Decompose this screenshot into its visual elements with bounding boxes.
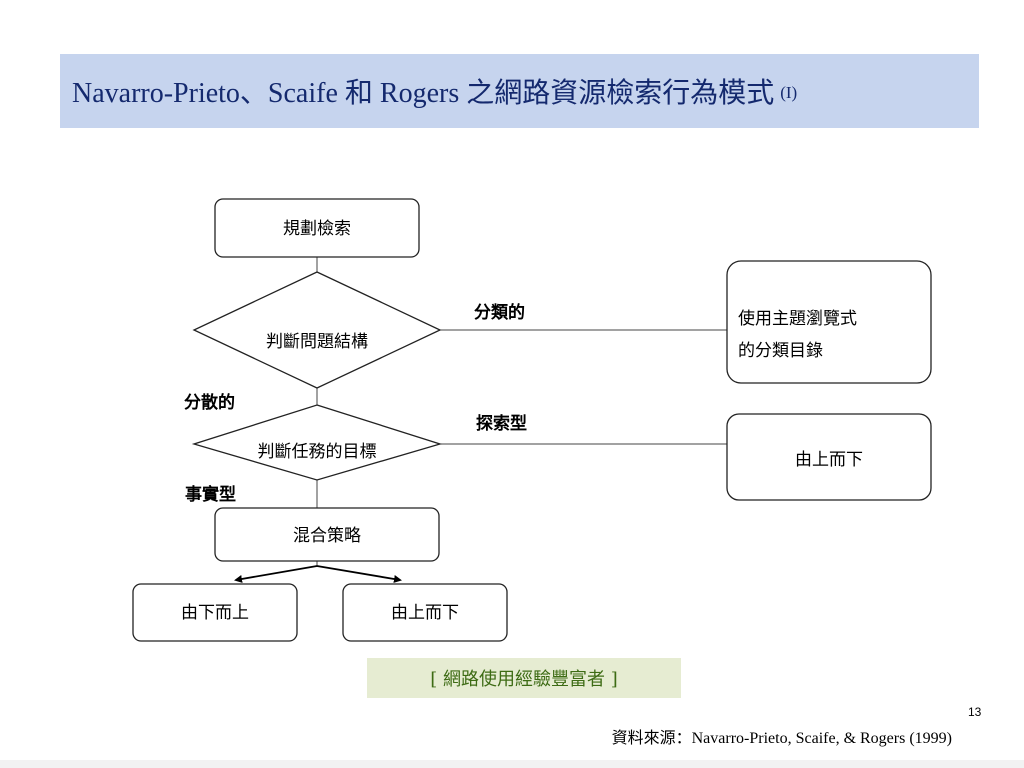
node-judge-task-goal-label: 判斷任務的目標 xyxy=(258,442,377,462)
edge-label-categorized: 分類的 xyxy=(474,302,525,323)
node-judge-task-goal: 判斷任務的目標 xyxy=(191,404,443,481)
arrow-to-bottom-up xyxy=(234,565,318,583)
node-subject-browsing-label-line2: 的分類目錄 xyxy=(738,341,823,361)
node-plan-search-label: 規劃檢索 xyxy=(283,219,351,239)
node-judge-problem-structure: 判斷問題結構 xyxy=(192,271,442,389)
node-subject-browsing-label-line1: 使用主題瀏覽式 xyxy=(738,308,857,329)
node-mixed-strategy: 混合策略 xyxy=(214,507,440,562)
slide-title: Navarro-Prieto、Scaife 和 Rogers 之網路資源檢索行為… xyxy=(72,78,775,109)
node-top-down-right: 由上而下 xyxy=(726,413,932,501)
edge-label-exploratory: 探索型 xyxy=(476,413,527,434)
edge-label-factual: 事實型 xyxy=(185,484,236,505)
node-top-down-right-label: 由上而下 xyxy=(795,450,863,470)
node-bottom-up-label: 由下而上 xyxy=(181,603,249,623)
title-bar: Navarro-Prieto、Scaife 和 Rogers 之網路資源檢索行為… xyxy=(60,54,979,128)
node-mixed-strategy-label: 混合策略 xyxy=(293,526,361,546)
node-subject-browsing: 使用主題瀏覽式 的分類目錄 xyxy=(726,260,932,384)
page-number: 13 xyxy=(968,705,982,719)
node-bottom-up: 由下而上 xyxy=(132,583,298,642)
source-citation: 資料來源：Navarro-Prieto, Scaife, & Rogers (1… xyxy=(611,730,952,747)
experienced-users-note: [ 網路使用經驗豐富者 ] xyxy=(367,658,681,698)
node-judge-problem-structure-label: 判斷問題結構 xyxy=(266,332,368,352)
edge-label-dispersed: 分散的 xyxy=(184,392,235,413)
node-top-down-bottom-label: 由上而下 xyxy=(391,603,459,623)
node-plan-search: 規劃檢索 xyxy=(214,198,420,258)
node-top-down-bottom: 由上而下 xyxy=(342,583,508,642)
slide-title-suffix: (I) xyxy=(780,83,798,102)
footer-strip xyxy=(0,760,1024,768)
arrow-to-top-down-bottom xyxy=(316,565,402,583)
